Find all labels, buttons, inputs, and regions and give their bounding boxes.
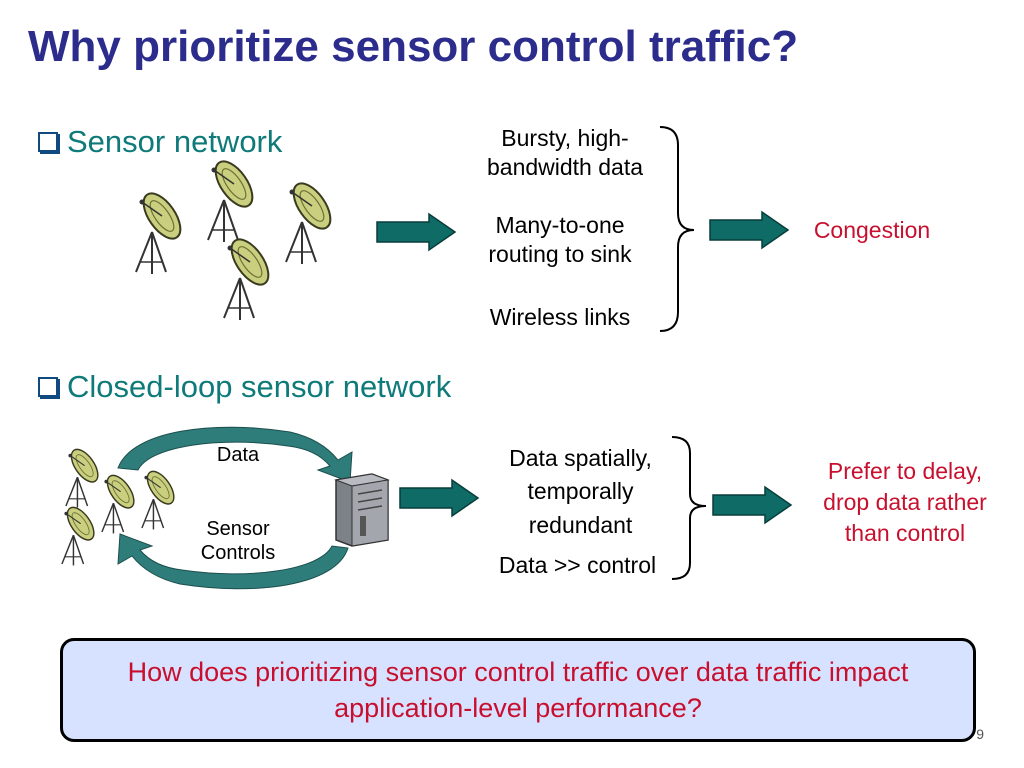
curly-brace-icon <box>659 126 695 332</box>
bullet-label: Closed-loop sensor network <box>67 369 452 404</box>
loop-label-data: Data <box>216 444 260 466</box>
cause-many-to-one: Many-to-one routing to sink <box>488 212 632 267</box>
curved-arrow-icon <box>117 426 353 483</box>
cause-bursty: Bursty, high- bandwidth data <box>486 125 643 180</box>
bullet-closed-loop: Closed-loop sensor network <box>38 369 451 405</box>
satellite-dish-icon <box>285 176 339 265</box>
page-number: 9 <box>976 726 984 742</box>
satellite-dish-icon <box>61 502 100 567</box>
right-arrow-icon <box>399 479 479 517</box>
question-text: How does prioritizing sensor control tra… <box>127 656 909 723</box>
satellite-dish-icon <box>223 232 277 321</box>
satellite-dish-icon <box>65 444 104 509</box>
result-congestion: Congestion <box>813 217 931 243</box>
question-callout: How does prioritizing sensor control tra… <box>60 638 976 742</box>
cause-data-vs-control: Data >> control <box>498 552 657 578</box>
slide-title: Why prioritize sensor control traffic? <box>28 22 799 71</box>
cause-wireless: Wireless links <box>489 304 631 330</box>
satellite-dish-icon <box>207 154 261 243</box>
curly-brace-icon <box>671 436 707 580</box>
right-arrow-icon <box>709 211 789 249</box>
checkbox-bullet-icon <box>38 377 58 397</box>
result-prefer-delay: Prefer to delay, drop data rather than c… <box>823 458 987 547</box>
right-arrow-icon <box>376 213 456 251</box>
bullet-sensor-network: Sensor network <box>38 124 282 160</box>
satellite-dish-icon <box>101 470 140 535</box>
curved-arrow-icon <box>117 533 349 590</box>
right-arrow-icon <box>712 486 792 524</box>
satellite-dish-icon <box>135 186 189 275</box>
checkbox-bullet-icon <box>38 132 58 152</box>
cause-redundant: Data spatially, temporally redundant <box>509 445 652 538</box>
satellite-dish-icon <box>141 466 180 531</box>
loop-label-controls: Sensor Controls <box>200 518 276 565</box>
server-icon <box>334 473 390 547</box>
bullet-label: Sensor network <box>67 124 283 159</box>
